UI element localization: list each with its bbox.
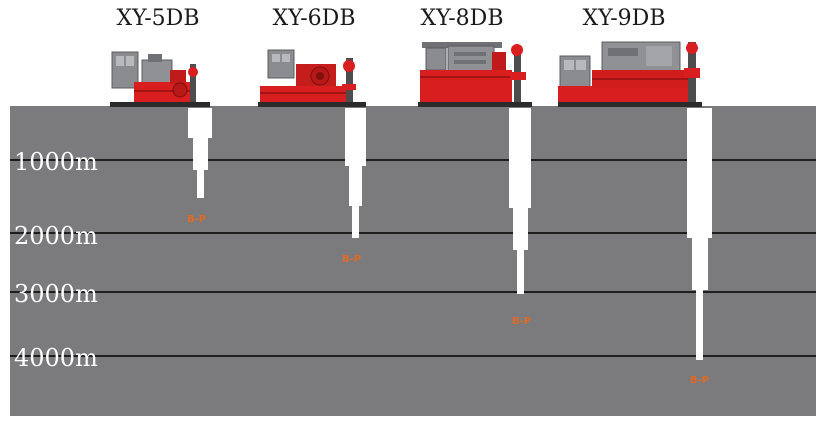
depth-line-4000	[10, 355, 816, 357]
borehole-xy5db-section-3	[197, 170, 204, 198]
borehole-xy9db-section-2	[692, 238, 708, 290]
borehole-xy5db-section-2	[193, 138, 208, 170]
borehole-xy8db-section-3	[517, 250, 524, 294]
depth-line-3000	[10, 291, 816, 293]
depth-label-2000: 2000m	[14, 222, 98, 250]
rig-xy6db-machine	[258, 49, 366, 107]
rig-label-xy5db: XY-5DB	[116, 6, 200, 31]
rig-label-xy6db: XY-6DB	[272, 6, 356, 31]
depth-line-1000	[10, 159, 816, 161]
borehole-xy9db-section-1	[687, 108, 712, 238]
ground-section	[10, 106, 816, 416]
rig-xy9db-machine	[558, 41, 702, 107]
borehole-xy6db-section-1	[345, 108, 366, 166]
bit-marker-xy9db: B-P	[690, 375, 710, 386]
bit-marker-xy5db: B-P	[187, 214, 207, 225]
rig-xy5db-machine	[110, 51, 210, 107]
borehole-xy9db-section-3	[696, 290, 703, 360]
borehole-xy8db-section-2	[513, 208, 528, 250]
depth-label-1000: 1000m	[14, 148, 98, 176]
rig-label-xy9db: XY-9DB	[582, 6, 666, 31]
rig-xy8db-machine	[418, 42, 532, 107]
borehole-xy5db-section-1	[188, 108, 212, 138]
depth-label-3000: 3000m	[14, 280, 98, 308]
bit-marker-xy8db: B-P	[512, 316, 532, 327]
borehole-xy8db-section-1	[509, 108, 531, 208]
bit-marker-xy6db: B-P	[342, 254, 362, 265]
borehole-xy6db-section-3	[352, 206, 359, 238]
borehole-xy6db-section-2	[349, 166, 362, 206]
rig-label-xy8db: XY-8DB	[420, 6, 504, 31]
depth-label-4000: 4000m	[14, 344, 98, 372]
depth-line-2000	[10, 232, 816, 234]
